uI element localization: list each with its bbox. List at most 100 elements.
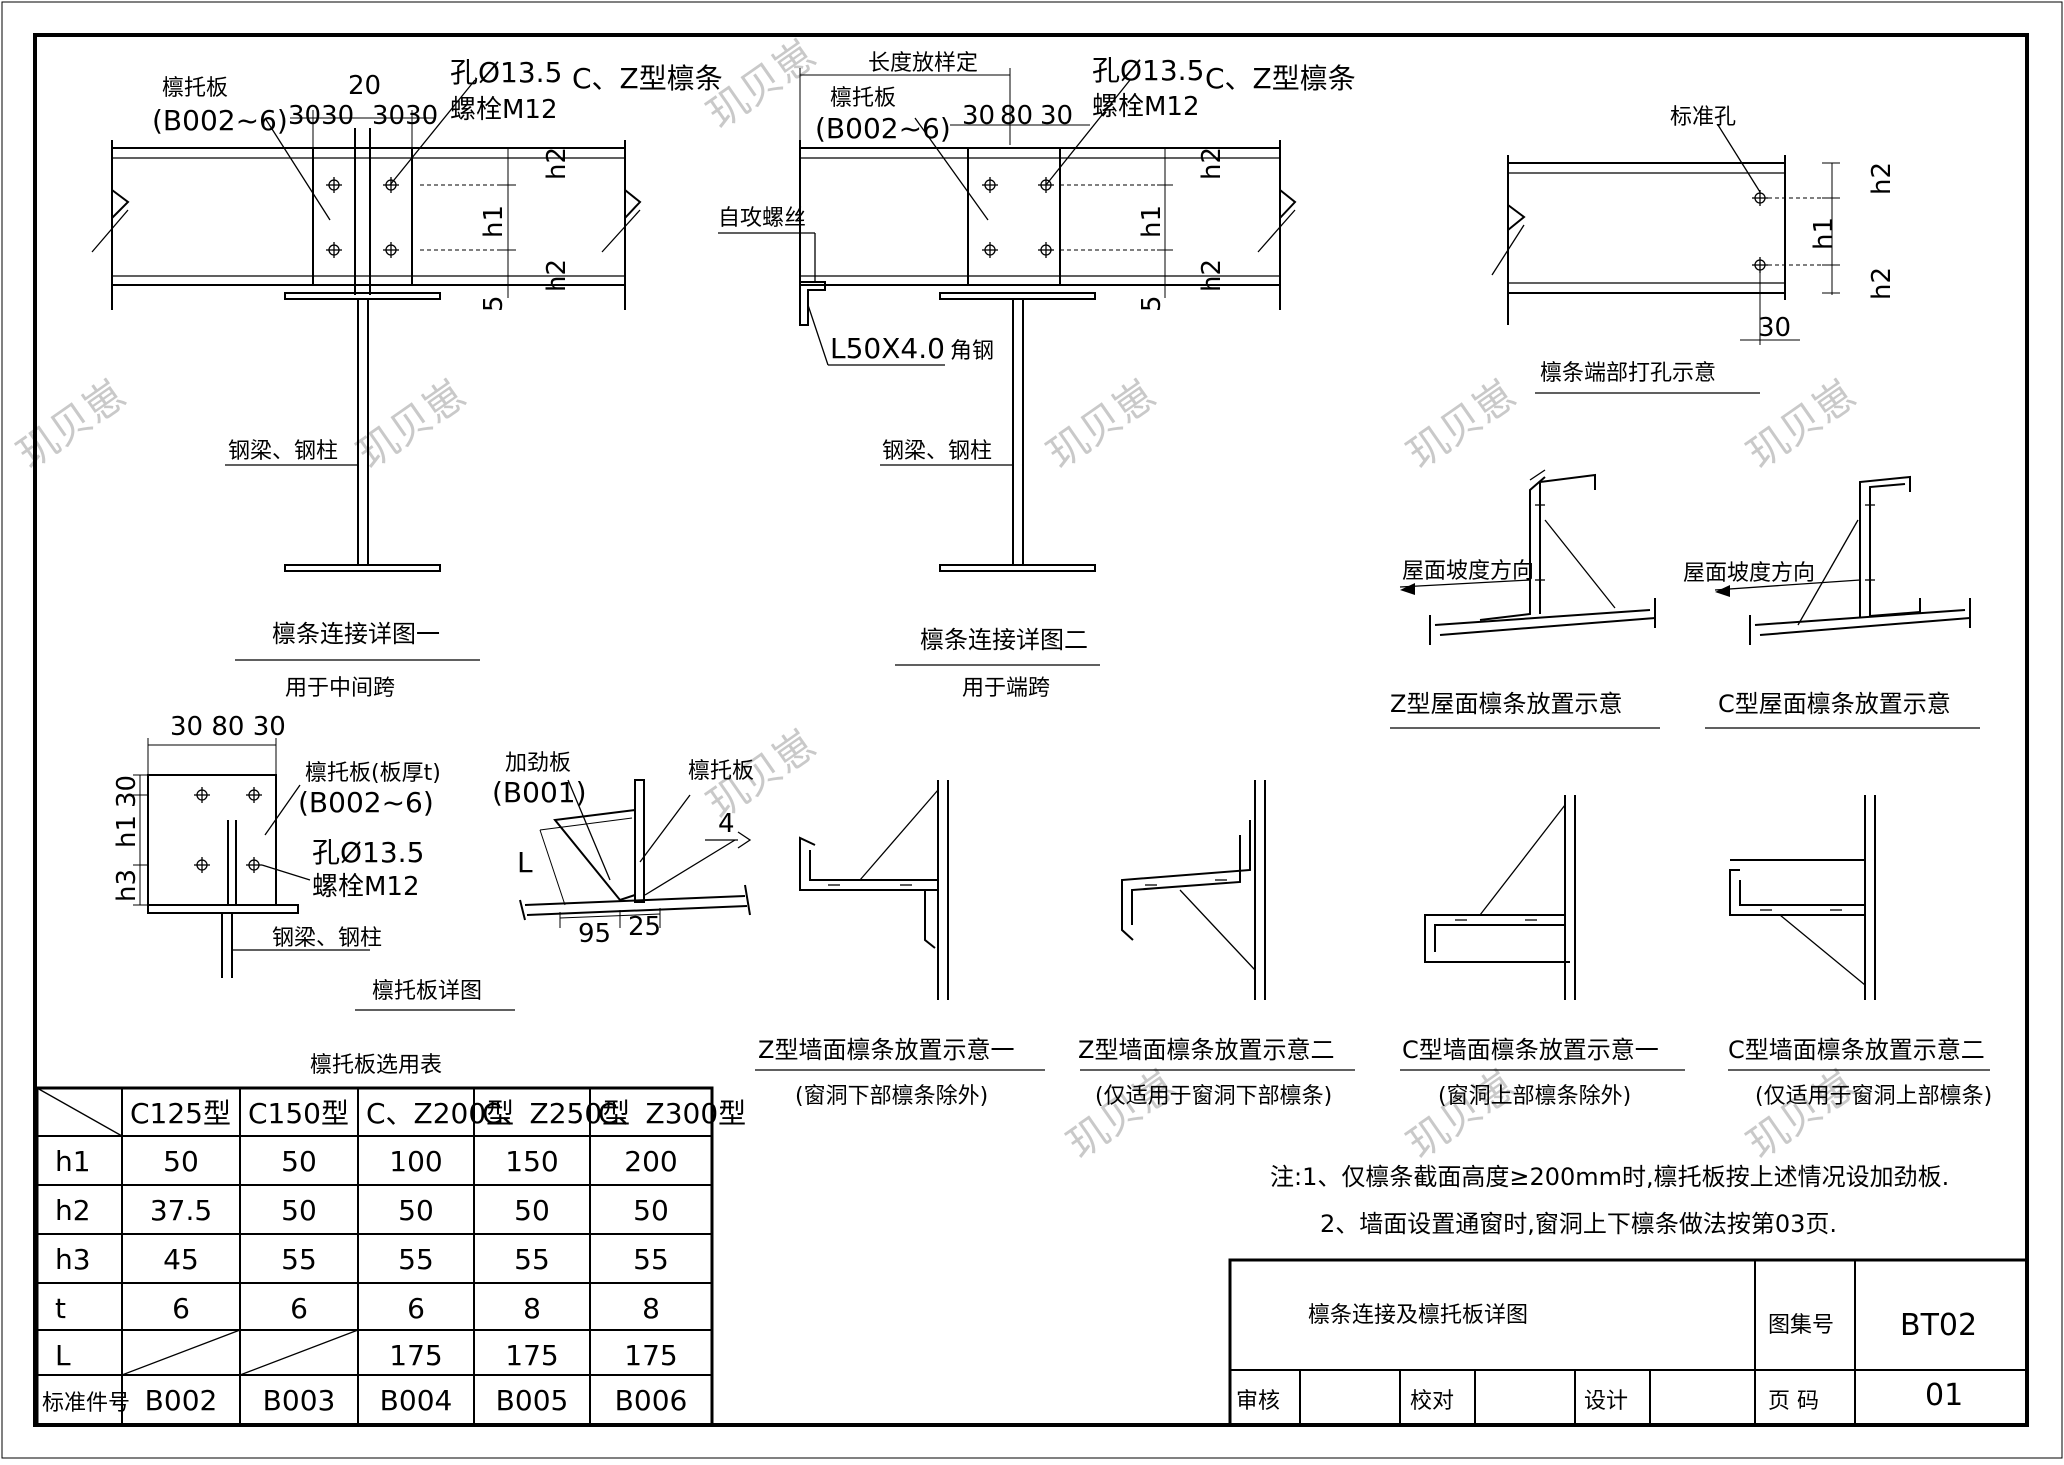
roof-c-slope: 屋面坡度方向 xyxy=(1683,561,1815,586)
note-1: 注:1、仅檩条截面高度≥200mm时,檩托板按上述情况设加劲板. xyxy=(1270,1163,1949,1191)
watermark: 玑贝崽 xyxy=(1039,372,1164,479)
wall-3-note: (窗洞上部檩条除外) xyxy=(1438,1084,1631,1109)
table-cell: 50 xyxy=(514,1194,550,1227)
roof-c-detail: 屋面坡度方向 C型屋面檩条放置示意 xyxy=(1683,475,1980,729)
title-block: 檩条连接及檩托板详图 图集号 BT02 审核 校对 设计 页 码 01 xyxy=(1228,1258,2029,1427)
table-cell: 6 xyxy=(290,1292,308,1325)
watermark: 玑贝崽 xyxy=(1399,1062,1524,1169)
watermarks: 玑贝崽 玑贝崽 玑贝崽 玑贝崽 玑贝崽 玑贝崽 玑贝崽 玑贝崽 玑贝崽 玑贝崽 xyxy=(9,32,1864,1169)
detail-2: 长度放样定 檩托板 (B002~6) 30 80 30 孔Ø13.5 螺栓M12… xyxy=(718,51,1356,701)
atlas-label: 图集号 xyxy=(1768,1313,1834,1338)
watermark: 玑贝崽 xyxy=(1399,372,1524,479)
d1-h2-label: h2 xyxy=(542,147,572,180)
watermark: 玑贝崽 xyxy=(1739,372,1864,479)
table-grid xyxy=(37,1088,712,1425)
roof-z-detail: 屋面坡度方向 Z型屋面檩条放置示意 xyxy=(1390,469,1660,729)
plate-dims: 30 80 30 xyxy=(170,712,286,742)
d1-purlin-label: C、Z型檩条 xyxy=(572,62,723,95)
d2-bracket-code: (B002~6) xyxy=(815,112,951,145)
detail-3: 标准孔 h2 h1 h2 30 檩条端部打孔示意 xyxy=(1491,105,1897,394)
d2-title: 檩条连接详图二 xyxy=(920,626,1088,654)
table-header-cell: C、Z250型 xyxy=(482,1097,630,1130)
wall-3-title: C型墙面檩条放置示意一 xyxy=(1402,1036,1659,1064)
stiffener-weld: 4 xyxy=(718,809,735,839)
d2-h1-label: h1 xyxy=(1137,205,1167,238)
plate-beam: 钢梁、钢柱 xyxy=(272,926,382,951)
wall-3-detail: C型墙面檩条放置示意一 (窗洞上部檩条除外) xyxy=(1400,795,1685,1109)
stiffener-d25: 25 xyxy=(628,912,661,942)
plate-title: 檩托板详图 xyxy=(372,979,482,1004)
table-cell: 50 xyxy=(281,1194,317,1227)
d3-std-hole: 标准孔 xyxy=(1670,105,1736,130)
table-row-label: 标准件号 xyxy=(42,1391,130,1416)
stiffener-L: L xyxy=(517,846,533,879)
table-row-label: h3 xyxy=(55,1243,91,1276)
d2-five-label: 5 xyxy=(1137,295,1167,312)
table-cell: 50 xyxy=(281,1145,317,1178)
table-cell: 45 xyxy=(163,1243,199,1276)
wall-1-title: Z型墙面檩条放置示意一 xyxy=(758,1036,1014,1064)
wall-1-detail: Z型墙面檩条放置示意一 (窗洞下部檩条除外) xyxy=(755,780,1045,1109)
plate-bracket-code: (B002~6) xyxy=(298,786,434,819)
review-label: 审核 xyxy=(1236,1389,1280,1414)
d3-thirty: 30 xyxy=(1758,313,1791,343)
d2-angle-unit: 角钢 xyxy=(950,339,994,364)
wall-2-title: Z型墙面檩条放置示意二 xyxy=(1078,1036,1334,1064)
stiffener-code: (B001) xyxy=(492,776,587,809)
table-cell: 6 xyxy=(407,1292,425,1325)
detail-1: 檩托板 (B002~6) 20 3030 3030 孔Ø13.5 螺栓M12 C… xyxy=(91,56,723,701)
d3-h1-label: h1 xyxy=(1809,217,1839,250)
table-cell: B003 xyxy=(263,1384,336,1417)
table-cell: 175 xyxy=(389,1339,442,1372)
table-cell: 150 xyxy=(505,1145,558,1178)
watermark: 玑贝崽 xyxy=(1059,1062,1184,1169)
table-cell: 50 xyxy=(163,1145,199,1178)
wall-4-detail: C型墙面檩条放置示意二 (仅适用于窗洞上部檩条) xyxy=(1728,795,1992,1109)
plate-detail: 30 80 30 檩托板(板厚t) (B002~6) 孔Ø13.5 螺栓M12 … xyxy=(112,712,515,1011)
table-cell: 8 xyxy=(523,1292,541,1325)
plate-h3: h3 xyxy=(112,869,142,902)
table-row-label: h2 xyxy=(55,1194,91,1227)
inner-border xyxy=(33,33,2029,1427)
d2-dim-c: 30 xyxy=(1040,101,1073,131)
d2-dim-b: 80 xyxy=(1000,101,1033,131)
d3-title: 檩条端部打孔示意 xyxy=(1540,361,1716,386)
table-cell: 100 xyxy=(389,1145,442,1178)
d1-h2-label-lower: h2 xyxy=(542,259,572,292)
d2-hole-label: 孔Ø13.5 xyxy=(1092,54,1204,87)
check-label: 校对 xyxy=(1410,1389,1454,1414)
table-title: 檩托板选用表 xyxy=(310,1053,442,1078)
table-cell: 200 xyxy=(624,1145,677,1178)
atlas-number: BT02 xyxy=(1900,1308,1977,1343)
d1-bracket-code: (B002~6) xyxy=(152,104,288,137)
table-row-label: h1 xyxy=(55,1145,91,1178)
d2-dim-a: 30 xyxy=(962,101,995,131)
wall-2-detail: Z型墙面檩条放置示意二 (仅适用于窗洞下部檩条) xyxy=(1078,780,1355,1109)
d2-angle-label: L50X4.0 xyxy=(830,332,945,365)
d2-h2-label-lower: h2 xyxy=(1197,259,1227,292)
table-header-cell: C、Z300型 xyxy=(598,1097,746,1130)
wall-4-title: C型墙面檩条放置示意二 xyxy=(1728,1036,1985,1064)
table-cell: 6 xyxy=(172,1292,190,1325)
d2-purlin-label: C、Z型檩条 xyxy=(1205,62,1356,95)
stiffener-bracket: 檩托板 xyxy=(688,759,754,784)
table-header-cell: C、Z200型 xyxy=(366,1097,514,1130)
d2-bracket-label: 檩托板 xyxy=(830,86,896,111)
d2-length-note: 长度放样定 xyxy=(868,51,978,76)
watermark: 玑贝崽 xyxy=(1739,1062,1864,1169)
plate-hole: 孔Ø13.5 xyxy=(312,836,424,869)
table-header-cell: C150型 xyxy=(248,1097,349,1130)
table-cell: 50 xyxy=(398,1194,434,1227)
plate-bolt: 螺栓M12 xyxy=(312,872,420,902)
d1-dim-left: 3030 xyxy=(288,101,354,131)
table-cell: 55 xyxy=(281,1243,317,1276)
roof-z-title: Z型屋面檩条放置示意 xyxy=(1390,690,1622,718)
notes: 注:1、仅檩条截面高度≥200mm时,檩托板按上述情况设加劲板. 2、墙面设置通… xyxy=(1270,1163,1949,1238)
page-label: 页 码 xyxy=(1768,1389,1819,1414)
d1-beam-label: 钢梁、钢柱 xyxy=(228,439,338,464)
d3-h2-label: h2 xyxy=(1867,162,1897,195)
note-2: 2、墙面设置通窗时,窗洞上下檩条做法按第03页. xyxy=(1320,1210,1837,1238)
design-label: 设计 xyxy=(1584,1389,1628,1414)
